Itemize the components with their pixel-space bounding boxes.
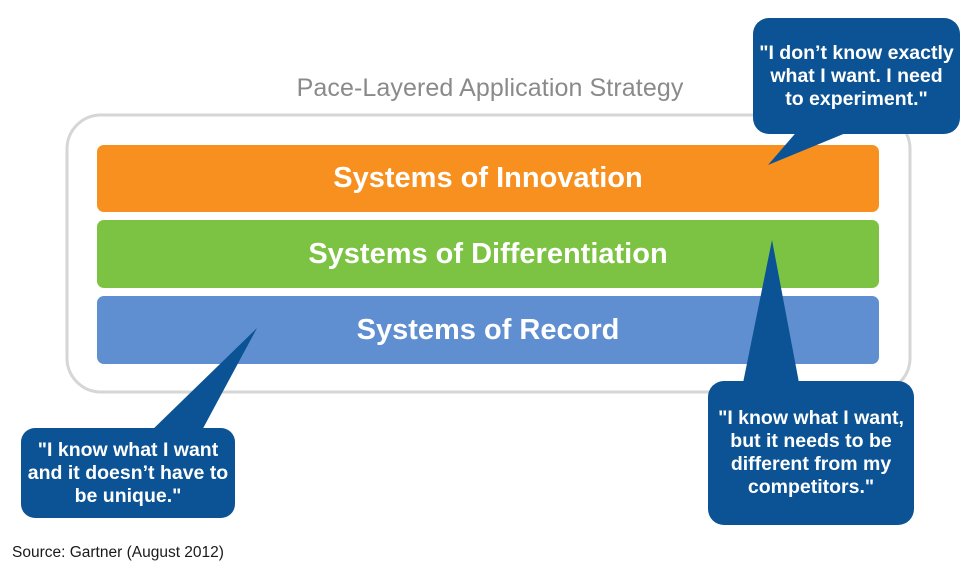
diagram-title: Pace-Layered Application Strategy <box>296 74 684 102</box>
quote-record: "I know what I want and it doesn’t have … <box>27 438 229 507</box>
callout-innovation <box>753 18 960 165</box>
callout-differentiation-box <box>708 381 914 525</box>
layer-record-bar <box>97 296 879 364</box>
quote-differentiation: "I know what I want, but it needs to be … <box>718 407 904 498</box>
callout-differentiation <box>708 240 914 525</box>
callout-record <box>21 328 257 518</box>
callout-differentiation-pointer <box>742 240 800 388</box>
layer-innovation-label: Systems of Innovation <box>333 162 643 194</box>
callout-innovation-pointer <box>768 128 858 165</box>
layer-differentiation-bar <box>97 220 879 288</box>
quote-innovation: "I don’t know exactly what I want. I nee… <box>759 41 954 110</box>
layer-differentiation-label: Systems of Differentiation <box>308 238 668 270</box>
callout-record-pointer <box>148 328 257 434</box>
callout-innovation-box <box>753 18 960 134</box>
source-citation: Source: Gartner (August 2012) <box>12 544 224 561</box>
layer-record-label: Systems of Record <box>356 314 620 346</box>
callout-record-box <box>21 428 235 518</box>
layer-innovation-bar <box>97 145 879 212</box>
